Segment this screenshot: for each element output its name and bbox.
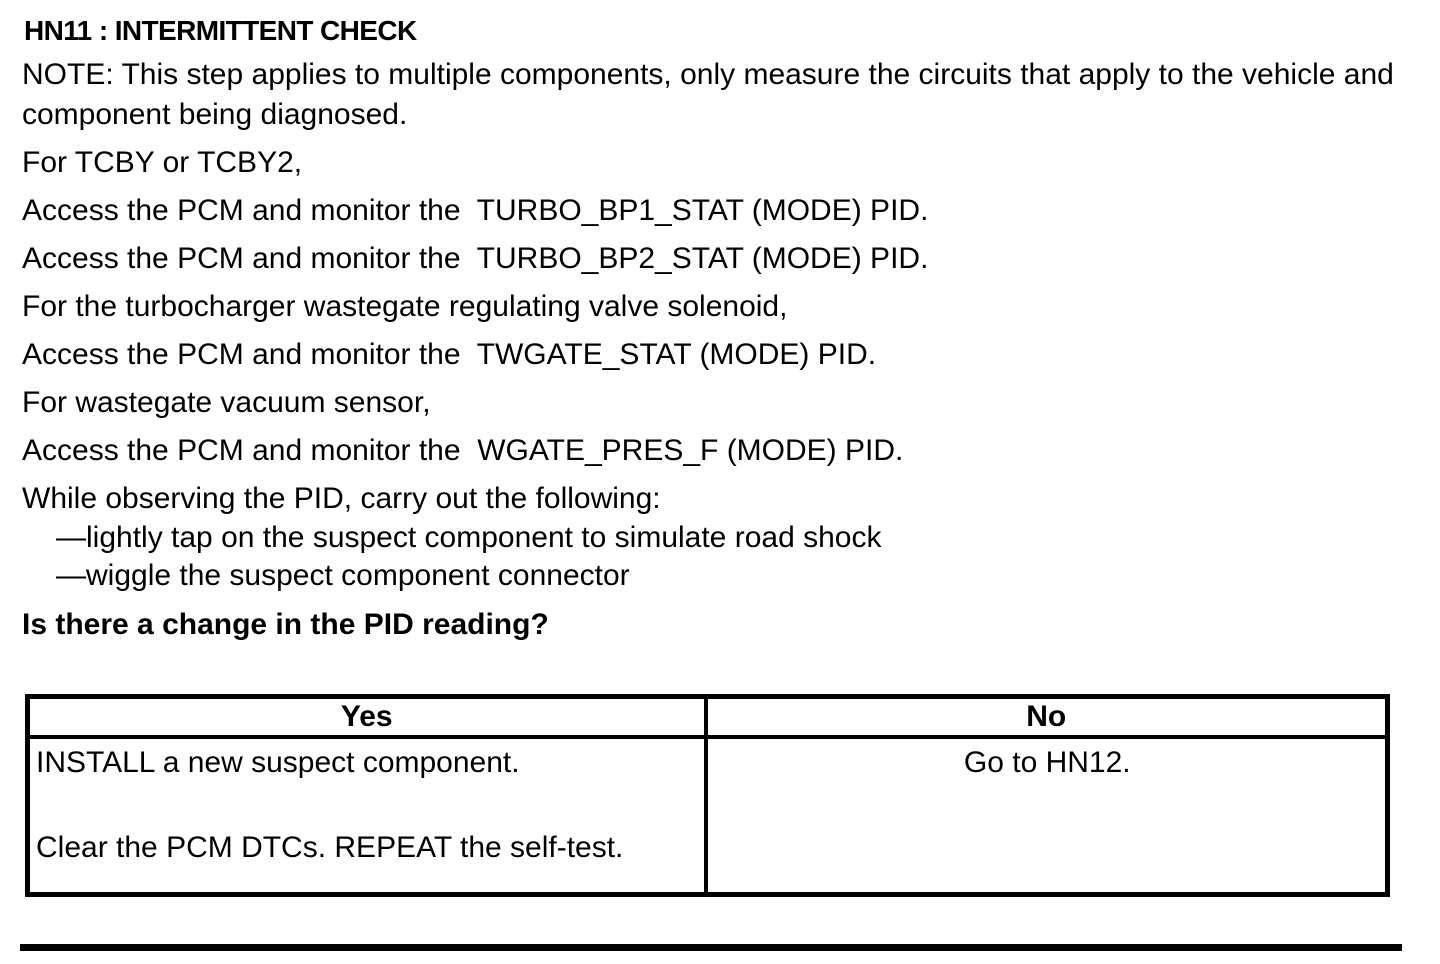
procedure-line: While observing the PID, carry out the f… — [22, 482, 661, 515]
procedure-line: Access the PCM and monitor the TURBO_BP2… — [22, 242, 929, 275]
procedure-line: For the turbocharger wastegate regulatin… — [22, 290, 788, 323]
yes-action-install: INSTALL a new suspect component. — [36, 746, 520, 779]
procedure-line: Access the PCM and monitor the TWGATE_ST… — [22, 338, 877, 371]
yes-result-cell: INSTALL a new suspect component. Clear t… — [25, 735, 708, 897]
decision-question: Is there a change in the PID reading? — [22, 608, 549, 641]
no-result-cell: Go to HN12. — [703, 735, 1390, 897]
action-list-item: —wiggle the suspect component connector — [56, 559, 630, 592]
procedure-line: Access the PCM and monitor the TURBO_BP1… — [22, 194, 929, 227]
no-action-goto: Go to HN12. — [963, 746, 1131, 779]
procedure-line: For TCBY or TCBY2, — [22, 146, 303, 179]
table-header-row: Yes No — [25, 694, 1390, 739]
yes-column-header: Yes — [25, 694, 708, 739]
table-result-row: INSTALL a new suspect component. Clear t… — [25, 735, 1390, 897]
yes-action-clear: Clear the PCM DTCs. REPEAT the self-test… — [36, 831, 624, 864]
note-text: NOTE: This step applies to multiple comp… — [22, 58, 1403, 131]
decision-table: Yes No INSTALL a new suspect component. … — [25, 694, 1390, 897]
action-list-item: —lightly tap on the suspect component to… — [56, 521, 882, 554]
procedure-line: For wastegate vacuum sensor, — [22, 386, 431, 419]
page-divider-rule — [20, 944, 1402, 951]
procedure-line: Access the PCM and monitor the WGATE_PRE… — [22, 434, 904, 467]
no-column-header: No — [703, 694, 1390, 739]
step-heading: HN11 : INTERMITTENT CHECK — [24, 15, 417, 46]
